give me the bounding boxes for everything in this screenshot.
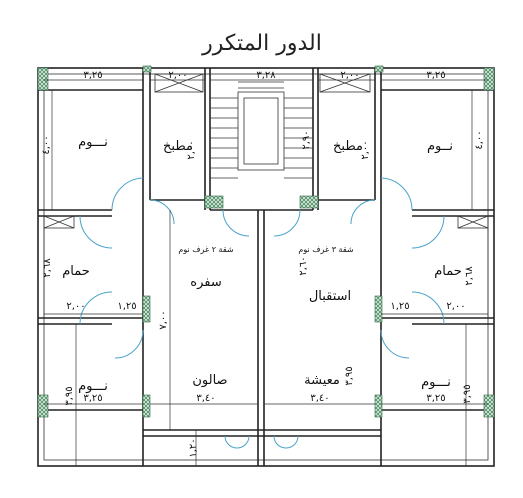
- dim-balcony-height: ١,٢٠: [188, 438, 199, 457]
- dim-bath-left-height: ٢,٦٨: [42, 258, 53, 278]
- staircase: [210, 81, 313, 179]
- dim-dining-height: ٧,٠٠: [158, 310, 169, 329]
- dim-bath-left-width: ٢,٠٠: [66, 301, 85, 312]
- dim-bedroom-top-right-height: ٤,٠٠: [474, 130, 485, 149]
- dim-bedroom-bottom-right-width: ٣,٢٥: [426, 393, 445, 404]
- dim-top-left-width: ٣,٢٥: [83, 70, 102, 81]
- room-reception: استقبال: [309, 289, 351, 304]
- room-salon: صالون: [192, 373, 227, 388]
- room-kitchen-right: مطبخ: [333, 139, 363, 154]
- plan-title: الدور المتكرر: [201, 31, 322, 56]
- dim-bedroom-bottom-left-width: ٣,٢٥: [83, 393, 102, 404]
- dim-stair-width: ٣,٢٨: [256, 70, 276, 81]
- dim-bedroom-bottom-right-height: ٣,٩٥: [462, 384, 473, 403]
- dim-living-height: ٣,٩٥: [344, 366, 355, 385]
- room-bedroom-top-left: نـــوم: [78, 135, 108, 150]
- dim-kitchen-left-height: ٢,٠٠: [186, 140, 197, 159]
- shafts: [43, 73, 489, 229]
- dim-corridor-right-height: ٢,٦٠: [298, 256, 309, 275]
- outer-walls: [37, 67, 495, 467]
- dim-corridor-left-width: ١,٢٥: [117, 301, 136, 312]
- dim-top-right-width: ٣,٢٥: [426, 70, 445, 81]
- dim-kitchen-right-height: ٢,٠٠: [360, 140, 371, 159]
- dim-corridor-right-width: ١,٢٥: [390, 301, 409, 312]
- room-bedroom-bottom-right: نـــوم: [421, 375, 451, 390]
- dim-living-width: ٣,٤٠: [310, 393, 329, 404]
- apartment-3-label: شقة ٣ غرف نوم: [298, 245, 353, 254]
- dim-stair-side-height: ٢,٩٠: [301, 130, 312, 149]
- dim-salon-width: ٣,٤٠: [196, 393, 215, 404]
- room-dining: سفره: [190, 275, 221, 290]
- dim-bedroom-top-left-height: ٤,٠٠: [41, 135, 52, 154]
- room-bedroom-bottom-left: نـــوم: [78, 379, 108, 394]
- apartment-2-label: شقة ٢ غرف نوم: [178, 245, 233, 254]
- room-bedroom-top-right: نــوم: [427, 139, 453, 154]
- dimension-lines: [43, 79, 489, 466]
- columns: [37, 65, 495, 418]
- room-living: معيشة: [304, 373, 340, 388]
- dim-top-kitchen-left: ٢,٠٠: [168, 70, 187, 81]
- room-bath-left: حمام: [62, 264, 90, 279]
- doors: [79, 177, 445, 449]
- room-kitchen-left: مطبخ: [163, 139, 193, 154]
- interior-walls: [38, 68, 494, 466]
- dim-bath-right-height: ٢,٦٨: [464, 266, 475, 286]
- dim-bath-right-width: ٢,٠٠: [446, 301, 465, 312]
- dim-bedroom-bottom-left-height: ٣,٩٥: [64, 386, 75, 405]
- room-bath-right: حمام: [434, 264, 462, 279]
- dim-top-kitchen-right: ٢,٠٠: [340, 70, 359, 81]
